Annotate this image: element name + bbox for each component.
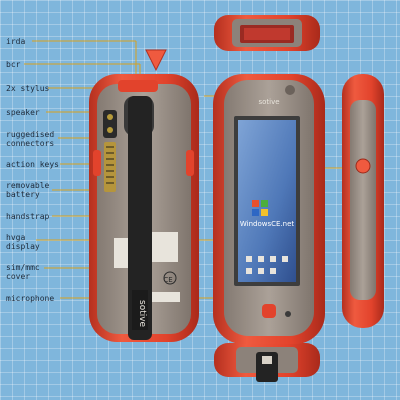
os-label: WindowsCE.net <box>240 220 295 228</box>
label-cover: cover <box>6 272 31 281</box>
windows-logo-icon <box>252 200 268 216</box>
device-side-view <box>342 74 384 328</box>
front-brand-text: sotive <box>258 98 279 106</box>
handstrap <box>128 96 152 340</box>
label-removable: removable <box>6 181 50 190</box>
label-irda: irda <box>6 37 26 46</box>
label-action-keys: action keys <box>6 160 59 169</box>
label-bcr: bcr <box>6 60 21 69</box>
label-sim-mmc: sim/mmc <box>6 263 40 272</box>
microphone-icon <box>285 311 291 317</box>
strap-brand-text: sotive <box>137 300 147 328</box>
device-front-view: sotive WindowsCE.net <box>213 74 325 344</box>
label-ruggedised: ruggedised <box>6 130 55 139</box>
label-display: display <box>6 242 40 251</box>
label-speaker: speaker <box>6 108 40 117</box>
device-bottom-view <box>214 343 320 382</box>
label-hvga: hvga <box>6 233 26 242</box>
label-handstrap: handstrap <box>6 212 50 221</box>
app-icons <box>246 256 288 274</box>
label-battery: battery <box>6 190 40 199</box>
label-microphone: microphone <box>6 294 55 303</box>
label-stylus: 2x stylus <box>6 84 50 93</box>
device-top-view <box>214 15 320 51</box>
label-connectors: connectors <box>6 139 55 148</box>
action-key <box>262 304 276 318</box>
ce-mark-text: CE <box>163 276 172 284</box>
device-back-view: sotive CE <box>89 74 199 342</box>
stylus-tip-icon <box>145 49 167 72</box>
